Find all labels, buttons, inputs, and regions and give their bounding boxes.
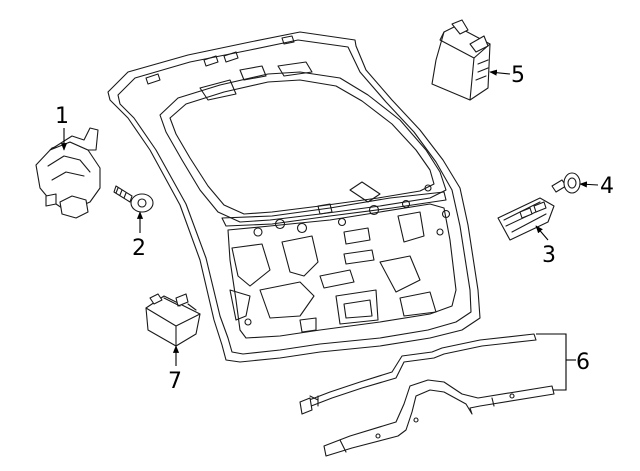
part-1-latch — [35, 127, 101, 219]
callout-5: 5 — [511, 63, 525, 88]
part-4-clip — [551, 172, 581, 194]
part-7-sensor — [145, 293, 201, 347]
callout-1: 1 — [55, 104, 69, 129]
callout-3: 3 — [542, 243, 556, 268]
part-6-harness — [299, 333, 555, 457]
part-5-module — [431, 19, 491, 101]
callout-leaders — [60, 69, 599, 391]
part-3-switch — [497, 197, 555, 241]
liftgate-panel — [107, 31, 481, 363]
callout-7: 7 — [168, 369, 182, 394]
part-2-bolt — [113, 185, 154, 213]
callout-4: 4 — [600, 174, 614, 199]
callout-labels: 1 2 3 4 5 6 7 — [55, 63, 614, 394]
callout-6: 6 — [576, 350, 590, 375]
callout-2: 2 — [132, 236, 146, 261]
